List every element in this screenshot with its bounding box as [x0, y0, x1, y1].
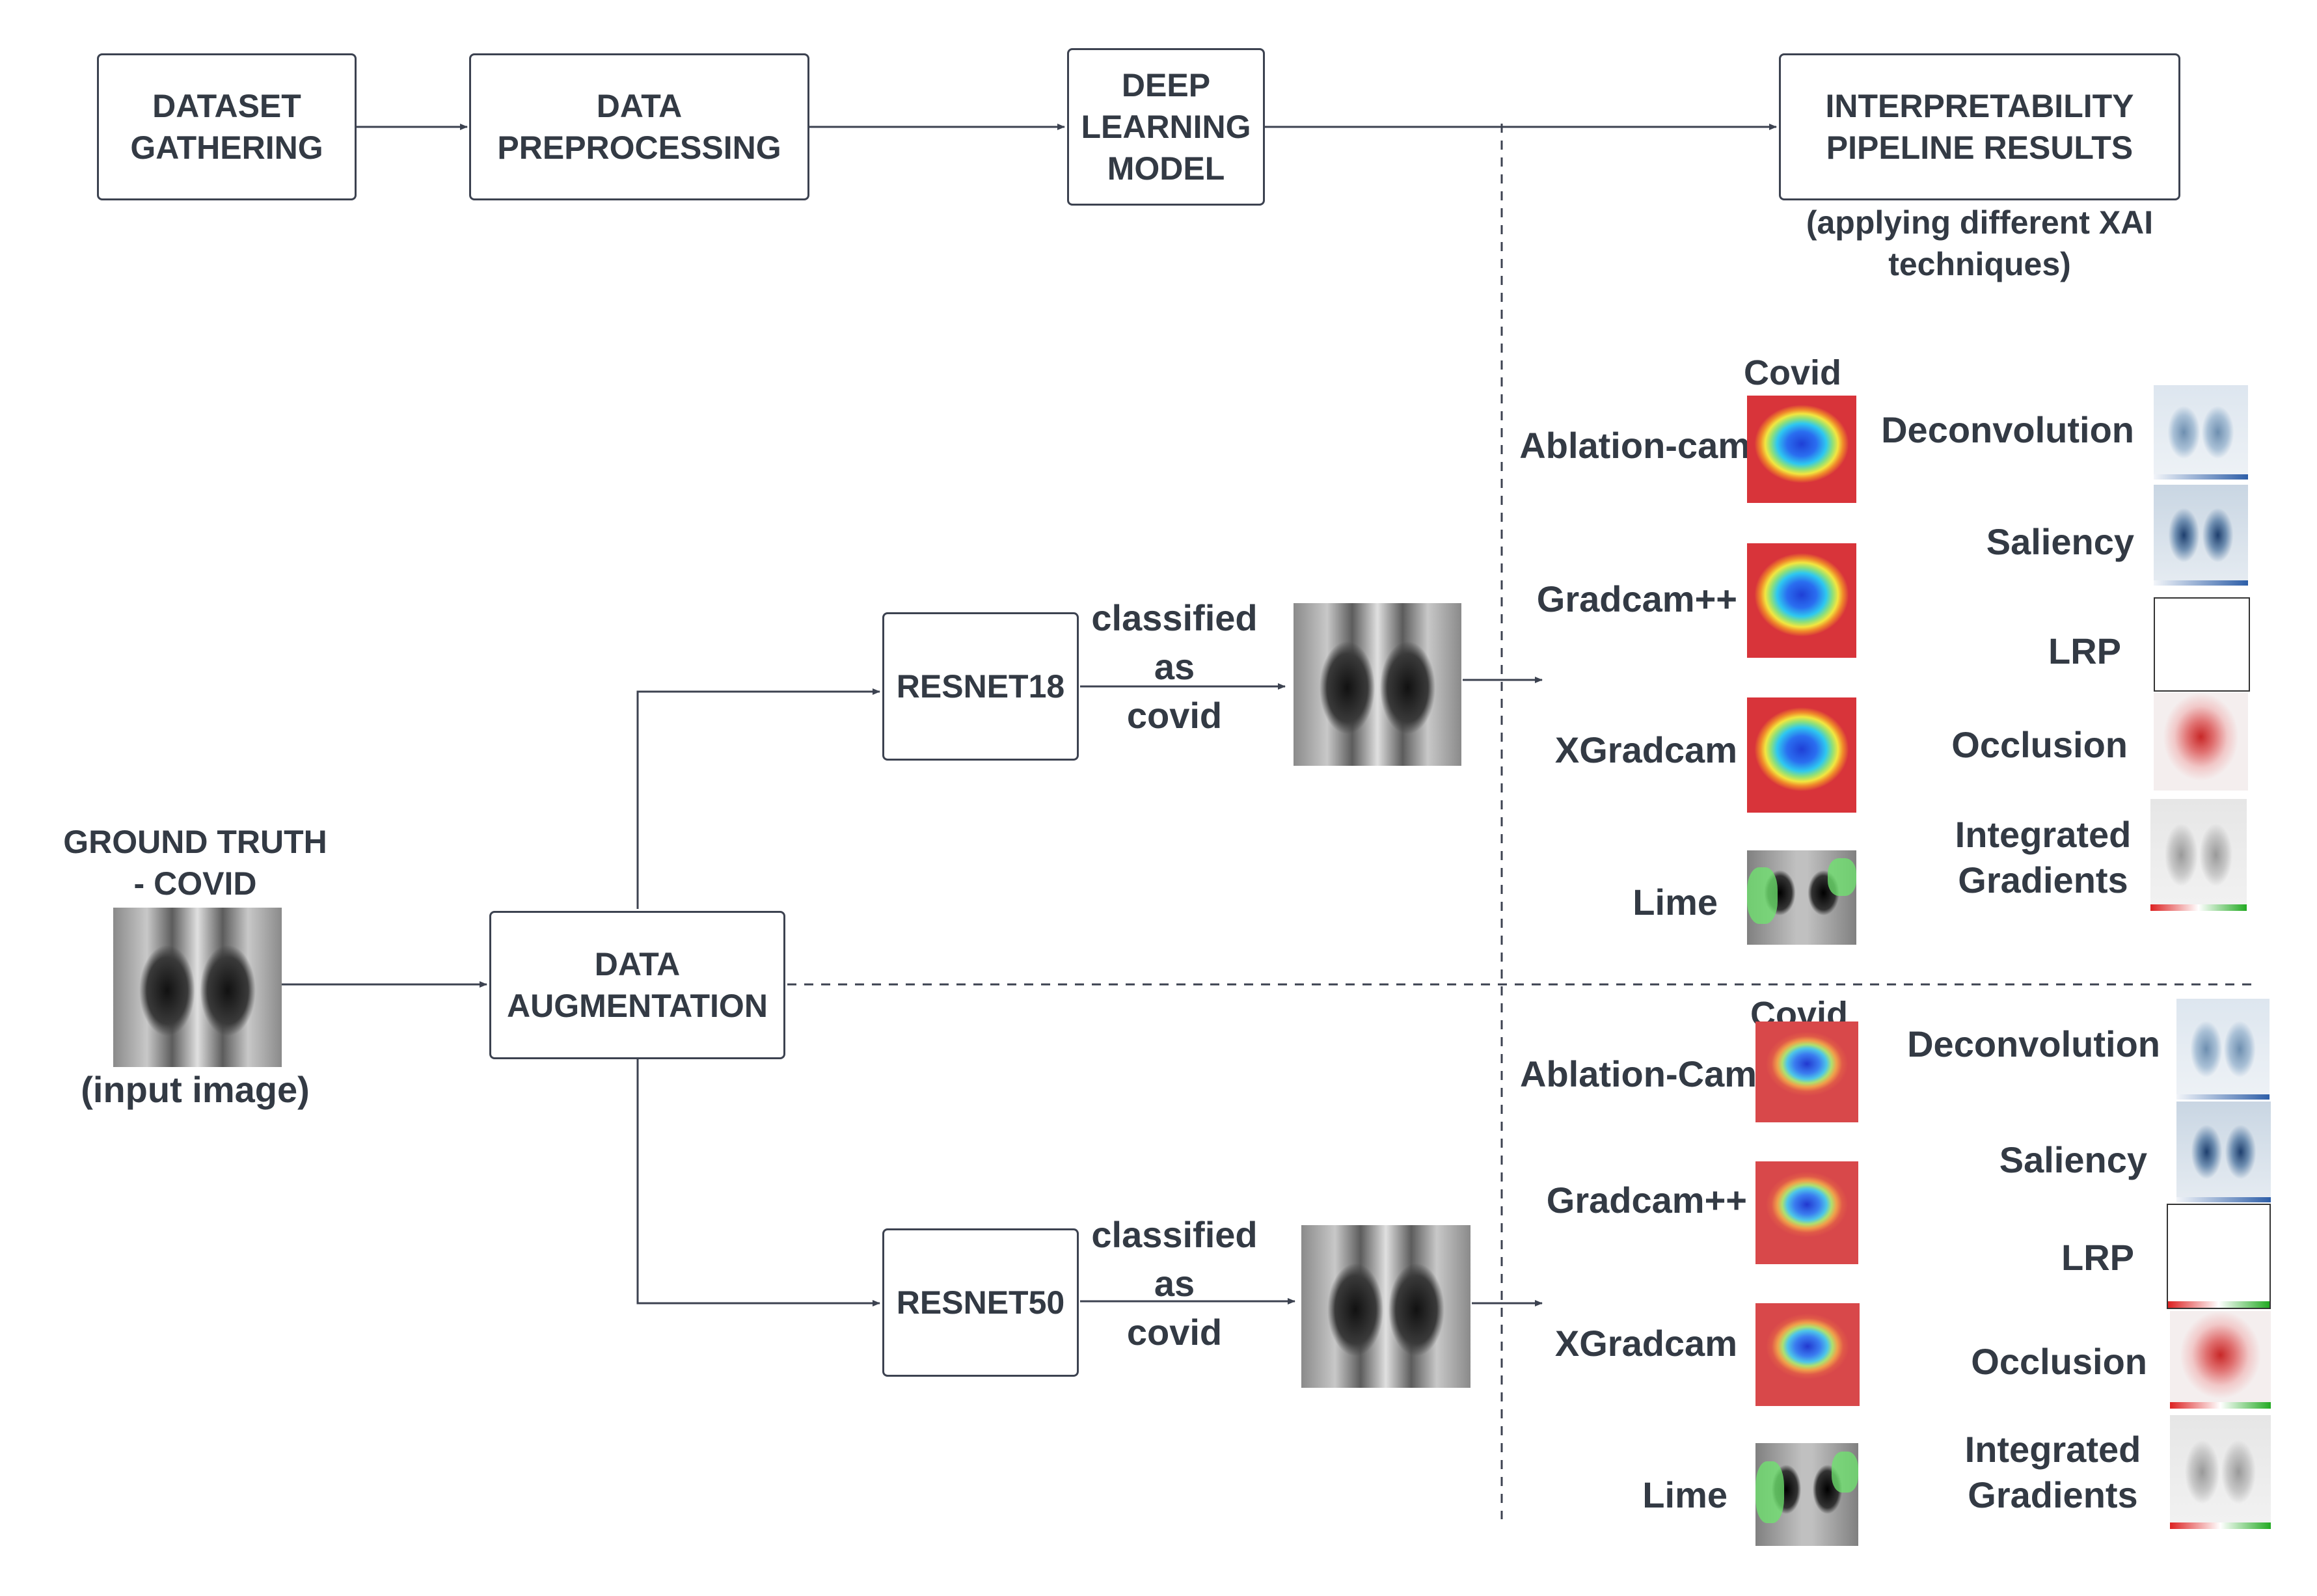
resnet50-occlusion-label: Occlusion — [1971, 1341, 2147, 1382]
resnet50-deconvolution-map — [2176, 999, 2270, 1100]
resnet18-class-header: Covid — [1743, 353, 1841, 392]
resnet50-lrp-label: LRP — [2061, 1237, 2134, 1278]
data-augmentation-box: DATA AUGMENTATION — [489, 911, 785, 1059]
resnet18-xgradcam-map — [1747, 697, 1856, 813]
resnet50-saliency-map — [2176, 1102, 2271, 1202]
resnet18-occlusion-label: Occlusion — [1951, 724, 2128, 765]
resnet18-saliency-map — [2154, 485, 2248, 586]
input-image-caption: (input image) — [81, 1069, 310, 1110]
resnet18-lrp-map — [2154, 597, 2250, 692]
resnet50-xray-image — [1301, 1225, 1470, 1388]
resnet18-integrated-gradients-label: Integrated Gradients — [1955, 814, 2132, 900]
resnet18-integrated-gradients-map — [2150, 799, 2247, 911]
resnet18-xgradcam-label: XGradcam — [1554, 729, 1737, 770]
resnet18-xray-image — [1294, 603, 1461, 766]
resnet18-classified-label: classified as covid — [1091, 597, 1258, 736]
resnet50-classified-label: classified as covid — [1091, 1214, 1258, 1353]
interpretability-results-box: INTERPRETABILITY PIPELINE RESULTS — [1779, 53, 2180, 200]
resnet18-lime-map — [1747, 850, 1856, 945]
resnet18-lrp-label: LRP — [2048, 630, 2121, 671]
resnet50-lime-label: Lime — [1642, 1474, 1728, 1515]
input-xray-image — [113, 908, 282, 1067]
resnet50-integrated-gradients-map — [2170, 1415, 2271, 1529]
ground-truth-label: GROUND TRUTH - COVID — [63, 824, 327, 902]
resnet18-box: RESNET18 — [882, 612, 1079, 761]
resnet50-gradcampp-map — [1755, 1161, 1858, 1264]
arrow-augmentation-to-resnet18 — [636, 688, 880, 909]
resnet18-lime-label: Lime — [1633, 882, 1718, 923]
resnet50-lrp-map — [2167, 1204, 2271, 1309]
resnet50-occlusion-map — [2170, 1311, 2271, 1409]
resnet18-deconvolution-label: Deconvolution — [1881, 409, 2134, 450]
resnet50-xgradcam-label: XGradcam — [1554, 1323, 1737, 1364]
resnet50-ablation-cam-map — [1755, 1021, 1858, 1122]
resnet18-saliency-label: Saliency — [1986, 521, 2134, 562]
resnet50-box: RESNET50 — [882, 1228, 1079, 1377]
resnet50-lime-map — [1755, 1443, 1858, 1546]
resnet50-integrated-gradients-label: Integrated Gradients — [1964, 1429, 2141, 1515]
resnet18-gradcampp-map — [1747, 543, 1856, 658]
arrow-augmentation-to-resnet50 — [636, 1059, 880, 1306]
resnet18-occlusion-map — [2154, 693, 2248, 791]
deep-learning-model-box: DEEP LEARNING MODEL — [1067, 48, 1265, 206]
resnet50-deconvolution-label: Deconvolution — [1907, 1023, 2160, 1064]
interpretability-note: (applying different XAI techniques) — [1806, 204, 2154, 282]
data-preprocessing-box: DATA PREPROCESSING — [469, 53, 809, 200]
resnet50-saliency-label: Saliency — [1999, 1139, 2147, 1180]
resnet18-ablation-cam-map — [1747, 396, 1856, 503]
resnet18-ablation-cam-label: Ablation-cam — [1519, 425, 1750, 466]
resnet50-ablation-cam-label: Ablation-Cam — [1520, 1053, 1757, 1094]
resnet18-deconvolution-map — [2154, 385, 2248, 480]
resnet50-gradcampp-label: Gradcam++ — [1546, 1180, 1747, 1221]
resnet50-xgradcam-map — [1755, 1303, 1860, 1406]
resnet18-gradcampp-label: Gradcam++ — [1536, 578, 1737, 619]
dataset-gathering-box: DATASET GATHERING — [97, 53, 357, 200]
